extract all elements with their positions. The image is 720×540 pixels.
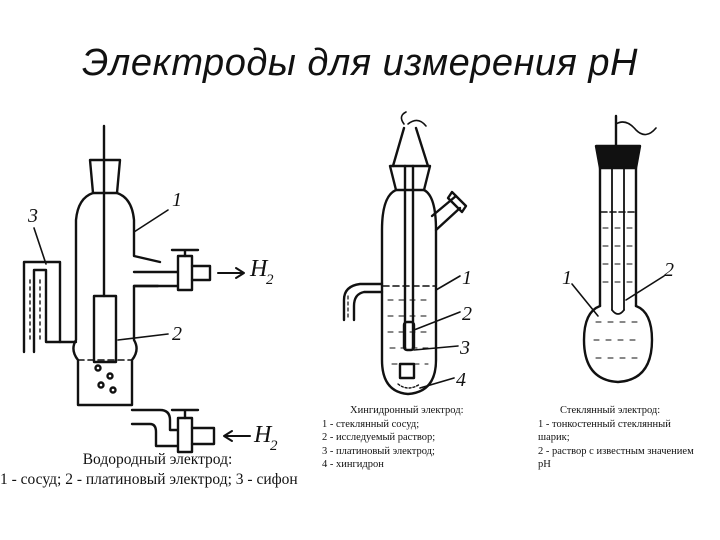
solution-hatch: [387, 299, 433, 365]
quinhydrone-powder: [397, 383, 421, 389]
hydrogen-electrode-drawing: [22, 124, 251, 454]
quinhydrone-block: [398, 362, 416, 380]
side-arm-stopper: [446, 190, 468, 214]
caption-line: 2 - исследуемый раствор;: [322, 432, 436, 443]
inner-tube-end: [611, 309, 625, 315]
bubble: [109, 386, 117, 394]
siphon-outer: [22, 260, 62, 354]
bubble: [106, 372, 114, 380]
glass-bulb: [582, 304, 654, 384]
glass-caption: Стеклянный электрод: 1 - тонкостенный ст…: [538, 404, 720, 472]
vessel-shoulder: [115, 191, 162, 264]
caption-title: Стеклянный электрод:: [560, 405, 661, 416]
siphon: [32, 268, 78, 354]
inlet-tap: [176, 416, 194, 454]
leader-3: [33, 227, 47, 265]
gas-in-subscript: 2: [270, 438, 278, 454]
stopper: [388, 164, 432, 192]
outlet-tap-handle: [170, 248, 200, 258]
cork: [594, 144, 642, 170]
gas-out-symbol: H: [249, 256, 269, 282]
inner-tube: [611, 167, 625, 311]
siphon-fill: [29, 279, 41, 341]
leader-4: [419, 377, 455, 389]
gas-in-symbol: H: [253, 422, 273, 448]
platinum-plate: [92, 294, 118, 364]
label-4: 4: [456, 369, 466, 391]
caption-line: 2 - раствор с известным значением: [538, 445, 694, 457]
leader-1: [435, 275, 461, 291]
solution-hatch: [593, 227, 643, 359]
caption-line: 3 - платиновый электрод;: [322, 445, 435, 457]
bubble: [97, 381, 105, 389]
gas-out-subscript: 2: [266, 272, 274, 288]
caption-line: 1 - стеклянный сосуд;: [322, 418, 420, 430]
label-2: 2: [462, 303, 472, 325]
inlet-tap-handle: [170, 408, 200, 420]
label-2: 2: [172, 323, 182, 345]
label-1: 1: [562, 267, 572, 289]
label-2: 2: [664, 259, 674, 281]
outlet-nozzle: [190, 264, 212, 282]
caption-line: 1 - тонкостенный стеклянный: [538, 418, 671, 430]
glass-electrode-drawing: [571, 114, 665, 384]
inlet-tube: [130, 408, 182, 448]
caption-title: Хингидронный электрод:: [350, 405, 464, 416]
outlet-tube: [132, 270, 182, 288]
quinhydrone-caption: Хингидронный электрод: 1 - стеклянный со…: [322, 404, 522, 472]
page-title: Электроды для измерения pH: [82, 42, 638, 84]
outer-tube: [598, 166, 638, 308]
wire-lead: [615, 121, 657, 136]
quinhydrone-electrode-drawing: [342, 111, 468, 396]
caption-line: 4 - хингидрон: [322, 459, 384, 470]
gas-in-arrowhead: [223, 430, 233, 442]
inlet-nozzle: [190, 426, 216, 446]
wire-curl: [400, 111, 427, 127]
label-1: 1: [172, 189, 182, 211]
leader-1: [571, 283, 599, 317]
stopper-cone: [391, 126, 430, 168]
platinum-electrode: [402, 320, 416, 352]
caption-title: Водородный электрод:: [82, 451, 233, 468]
label-3: 3: [27, 205, 38, 227]
caption-line: 1 - сосуд; 2 - платиновый электрод; 3 - …: [0, 471, 298, 488]
gas-out-arrowhead: [235, 267, 245, 279]
side-arm: [430, 194, 462, 232]
outlet-tap: [176, 254, 194, 292]
leader-2: [413, 311, 461, 331]
bubble: [94, 364, 102, 372]
leader-2: [117, 333, 169, 341]
leader-1: [133, 209, 169, 233]
vessel: [72, 191, 160, 407]
label-3: 3: [459, 337, 470, 359]
caption-line: шарик;: [538, 432, 570, 443]
leader-3: [413, 345, 459, 351]
caption-line: pH: [538, 459, 551, 470]
leader-2: [625, 275, 665, 301]
label-1: 1: [462, 267, 472, 289]
spout: [342, 282, 384, 322]
hydrogen-caption: Водородный электрод: 1 - сосуд; 2 - плат…: [0, 450, 315, 490]
inner-tube: [403, 164, 415, 350]
